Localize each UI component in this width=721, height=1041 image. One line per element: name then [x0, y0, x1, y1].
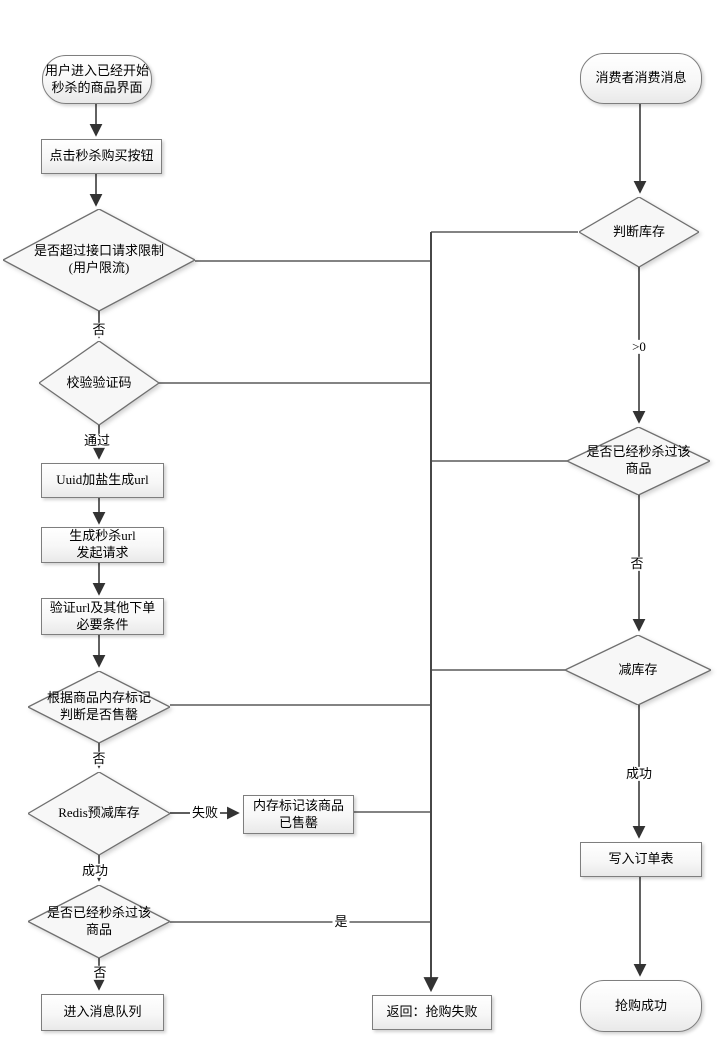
- node-rate-limit: 是否超过接口请求限制 (用户限流): [3, 209, 195, 311]
- node-label: Uuid加盐生成url: [56, 472, 149, 488]
- node-label: 减库存: [618, 661, 658, 677]
- node-label: 用户进入已经开始 秒杀的商品界面: [44, 62, 149, 95]
- edge-label-fail: 失败: [189, 804, 221, 821]
- node-mark-sold: 内存标记该商品 已售罄: [243, 795, 354, 834]
- diamond-shape: [28, 885, 170, 958]
- node-label: 抢购成功: [614, 997, 667, 1013]
- diamond-shape: [28, 671, 170, 743]
- diamond-shape: [565, 635, 711, 705]
- node-label: Redis预减库存: [58, 805, 140, 821]
- node-label: 验证url及其他下单 必要条件: [49, 599, 156, 632]
- node-success: 抢购成功: [580, 980, 702, 1032]
- node-fail-return: 返回：抢购失败: [372, 995, 492, 1030]
- node-label: 点击秒杀购买按钮: [49, 148, 154, 164]
- node-uuid-url: Uuid加盐生成url: [41, 463, 164, 498]
- node-killed-right: 是否已经秒杀过该 商品: [567, 427, 710, 495]
- diamond-shape: [28, 772, 170, 855]
- diamond-shape: [579, 197, 699, 267]
- node-mem-check: 根据商品内存标记 判断是否售罄: [28, 671, 170, 743]
- diamond-shape: [39, 341, 159, 425]
- edge-label-no-2: 否: [90, 750, 108, 767]
- node-consumer: 消费者消费消息: [580, 53, 702, 104]
- node-stock-check: 判断库存: [579, 197, 699, 267]
- node-redis-decr: Redis预减库存: [28, 772, 170, 855]
- node-label: 消费者消费消息: [595, 70, 687, 86]
- node-captcha: 校验验证码: [39, 341, 159, 425]
- node-write-order: 写入订单表: [580, 842, 702, 877]
- node-verify-url: 验证url及其他下单 必要条件: [41, 598, 164, 635]
- node-enqueue: 进入消息队列: [41, 994, 164, 1031]
- node-label: 是否超过接口请求限制 (用户限流): [33, 243, 164, 275]
- edge-label-pass: 通过: [81, 432, 113, 449]
- node-user-enter: 用户进入已经开始 秒杀的商品界面: [42, 55, 152, 104]
- node-gen-url: 生成秒杀url 发起请求: [41, 527, 164, 563]
- node-label: 根据商品内存标记 判断是否售罄: [46, 690, 151, 722]
- edge-label-no-3: 否: [91, 964, 109, 981]
- diamond-shape: [3, 209, 195, 311]
- node-label: 返回：抢购失败: [386, 1004, 478, 1020]
- edge-label-gt0: >0: [630, 338, 648, 355]
- edge-label-yes: 是: [332, 913, 350, 930]
- node-decr-stock: 减库存: [565, 635, 711, 705]
- edge-label-success-2: 成功: [623, 765, 655, 782]
- diamond-shape: [567, 427, 710, 495]
- node-click-buy: 点击秒杀购买按钮: [41, 139, 162, 174]
- node-label: 内存标记该商品 已售罄: [252, 797, 344, 830]
- node-label: 生成秒杀url 发起请求: [69, 528, 136, 560]
- node-label: 是否已经秒杀过该 商品: [586, 444, 691, 476]
- edge-label-success-1: 成功: [79, 862, 111, 879]
- node-label: 是否已经秒杀过该 商品: [46, 904, 151, 937]
- edge-label-no-4: 否: [628, 555, 646, 572]
- edge-label-no-1: 否: [90, 321, 108, 338]
- node-label: 判断库存: [612, 223, 665, 239]
- node-killed-left: 是否已经秒杀过该 商品: [28, 885, 170, 958]
- node-label: 进入消息队列: [63, 1004, 142, 1020]
- node-label: 写入订单表: [608, 851, 674, 867]
- node-label: 校验验证码: [66, 374, 132, 390]
